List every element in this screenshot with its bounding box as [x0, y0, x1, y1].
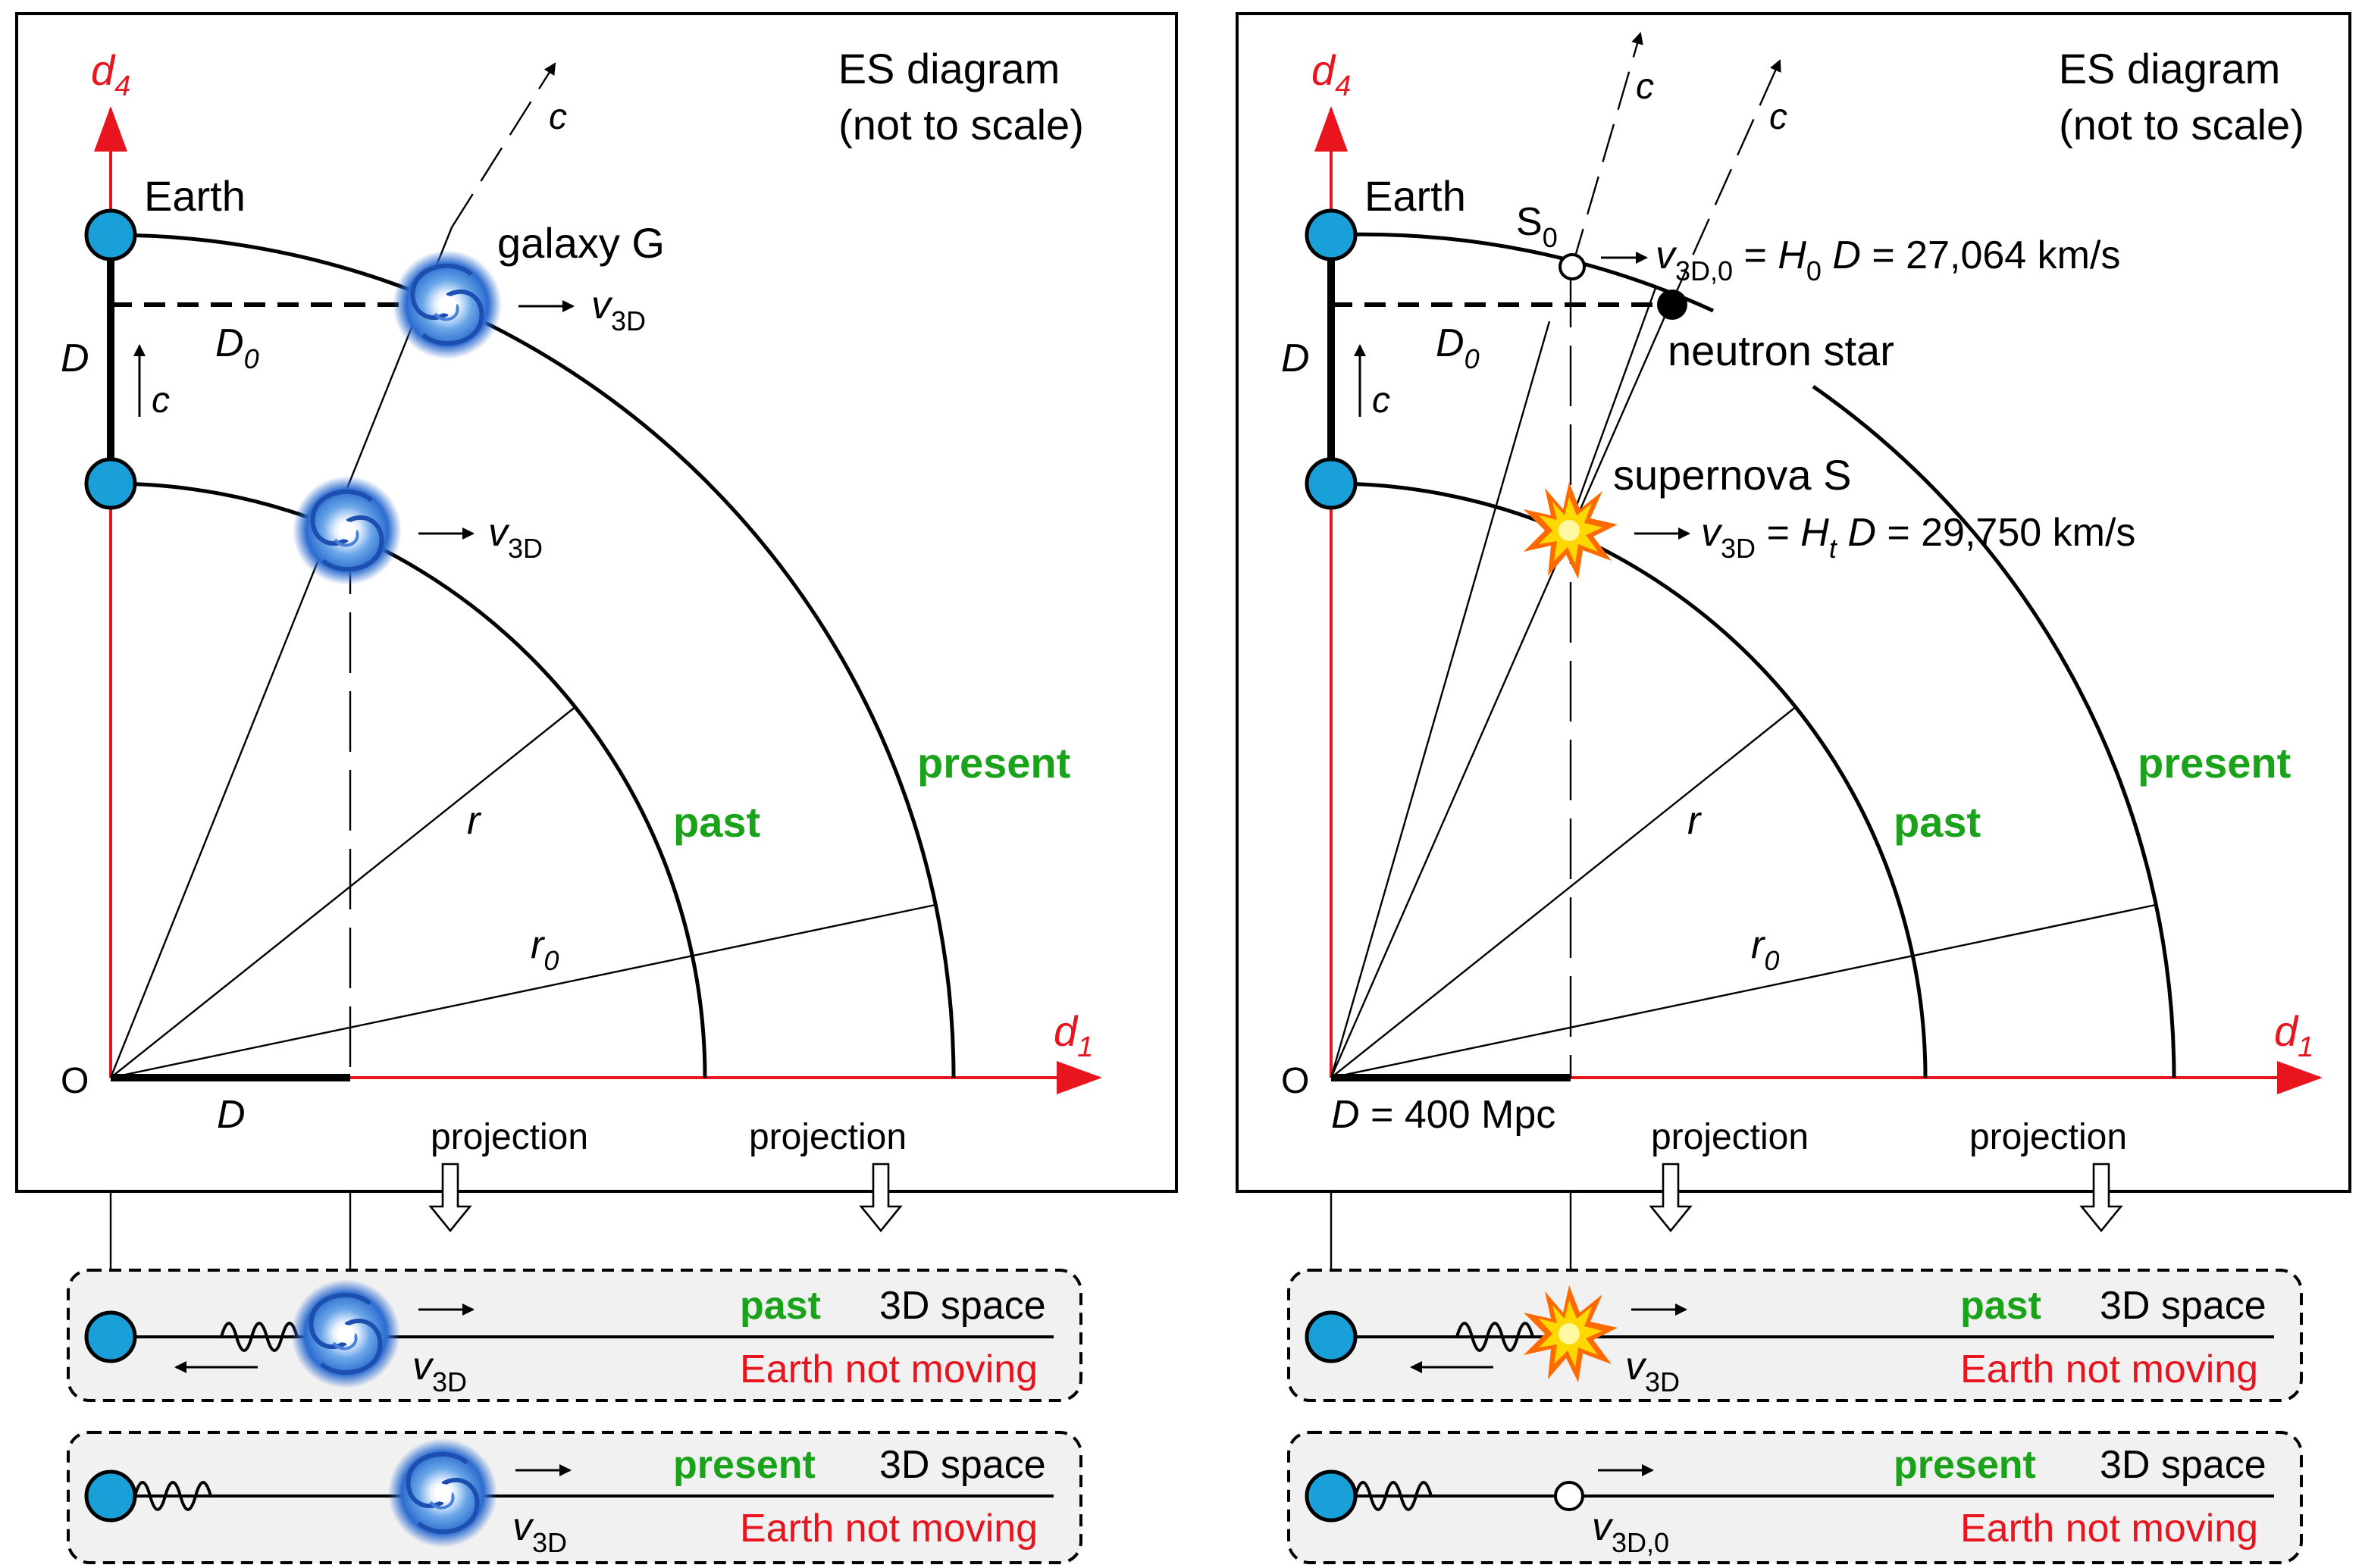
c-label-ray-2: c — [1769, 97, 1787, 137]
axis-d1-label: d1 — [1054, 1007, 1093, 1063]
d-bottom-label: D — [217, 1093, 246, 1137]
projection-label-2: projection — [1969, 1117, 2127, 1157]
title-line-1: ES diagram — [838, 45, 1060, 92]
past-arc — [1330, 481, 1928, 1078]
eq-v3d: v3D = Ht D = 29,750 km/s — [1701, 511, 2135, 564]
d-bottom-label: D = 400 Mpc — [1331, 1093, 1555, 1137]
r0-label: r0 — [1751, 923, 1779, 976]
projection-label-2: projection — [749, 1117, 907, 1157]
box-v-label: v3D,0 — [1592, 1505, 1669, 1558]
projection-arrow-1 — [428, 1163, 472, 1233]
box-v-label: v3D — [1625, 1344, 1680, 1397]
present-label: present — [917, 739, 1070, 787]
d-label: D — [61, 336, 89, 380]
projection-label-1: projection — [431, 1117, 588, 1157]
title-line-2: (not to scale) — [2059, 101, 2304, 149]
right-box-present: v3D,0 present 3D space Earth not moving — [1287, 1431, 2303, 1564]
projection-arrow-1 — [1649, 1163, 1693, 1233]
eq-v3d0: v3D,0 = H0 D = 27,064 km/s — [1656, 233, 2120, 286]
projection-label-1: projection — [1651, 1117, 1809, 1157]
wave-icon — [1354, 1481, 1433, 1511]
galaxy-icon — [388, 1438, 497, 1548]
earth-label: Earth — [144, 172, 246, 220]
c-label-axis: c — [152, 380, 170, 421]
s0-label: S0 — [1516, 200, 1558, 253]
galaxy-past-icon — [293, 476, 402, 585]
present-arc — [110, 233, 956, 1078]
left-panel: d4 d1 O ES diagram (not to scale) D0 D c… — [15, 12, 1178, 1270]
s0-point-icon — [1558, 253, 1586, 280]
v3d-present-label: v3D — [591, 283, 646, 336]
r0-label: r0 — [531, 923, 559, 976]
box-status-label: Earth not moving — [740, 1347, 1038, 1391]
left-box-past: v3D past 3D space Earth not moving — [67, 1269, 1082, 1402]
left-box-present: v3D present 3D space Earth not moving — [67, 1431, 1082, 1564]
axis-d4-label: d4 — [1311, 46, 1351, 102]
r-label: r — [1687, 799, 1703, 843]
present-arc-lower — [1812, 384, 2176, 1078]
box-state-label: present — [673, 1443, 816, 1487]
box-state-label: past — [1960, 1284, 2041, 1328]
box-v-label: v3D — [512, 1505, 567, 1558]
supernova-label: supernova S — [1613, 451, 1851, 499]
axis-d1-label: d1 — [2274, 1007, 2313, 1063]
neutron-star-icon — [1657, 290, 1687, 320]
s0-point-icon — [1554, 1481, 1584, 1511]
earth-icon — [86, 1472, 135, 1520]
box-space-label: 3D space — [2100, 1284, 2266, 1328]
box-v-label: v3D — [412, 1344, 467, 1397]
past-arc — [110, 481, 707, 1078]
projection-arrow-2 — [2079, 1163, 2123, 1233]
galaxy-present-icon — [393, 250, 502, 359]
d0-label: D0 — [1436, 321, 1480, 374]
neutron-star-label: neutron star — [1668, 327, 1894, 374]
box-status-label: Earth not moving — [1960, 1507, 2258, 1551]
title-line-1: ES diagram — [2059, 45, 2281, 92]
earth-present-icon — [86, 211, 135, 259]
box-space-label: 3D space — [2100, 1443, 2266, 1487]
origin-label: O — [1281, 1061, 1309, 1101]
v3d-past-label: v3D — [488, 511, 543, 564]
present-label: present — [2138, 739, 2291, 787]
past-label: past — [1894, 798, 1981, 846]
axis-d4-label: d4 — [91, 46, 130, 102]
present-arc — [1330, 232, 1715, 313]
right-panel: d4 d1 O ES diagram (not to scale) D0 D c… — [1236, 12, 2351, 1270]
wave-icon — [133, 1481, 212, 1511]
box-status-label: Earth not moving — [740, 1507, 1038, 1551]
earth-past-icon — [1307, 459, 1355, 508]
earth-icon — [1307, 1313, 1355, 1361]
earth-present-icon — [1307, 211, 1355, 259]
box-space-label: 3D space — [879, 1443, 1046, 1487]
earth-icon — [86, 1313, 135, 1361]
box-state-label: present — [1894, 1443, 2036, 1487]
d-label: D — [1281, 336, 1310, 380]
title-line-2: (not to scale) — [838, 101, 1084, 149]
earth-label: Earth — [1364, 172, 1466, 220]
galaxy-label: galaxy G — [497, 219, 665, 267]
origin-label: O — [61, 1061, 89, 1101]
earth-past-icon — [86, 459, 135, 508]
wave-icon — [220, 1322, 299, 1352]
right-box-past: v3D past 3D space Earth not moving — [1287, 1269, 2303, 1402]
c-label-ray-1: c — [1636, 67, 1654, 107]
galaxy-icon — [291, 1279, 400, 1388]
box-status-label: Earth not moving — [1960, 1347, 2258, 1391]
box-state-label: past — [740, 1284, 821, 1328]
wave-icon — [1455, 1322, 1534, 1352]
box-space-label: 3D space — [879, 1284, 1046, 1328]
earth-icon — [1307, 1472, 1355, 1520]
r-label: r — [467, 799, 482, 843]
d0-label: D0 — [215, 321, 259, 374]
past-label: past — [673, 798, 760, 846]
c-label-ray: c — [549, 97, 567, 137]
projection-arrow-2 — [859, 1163, 903, 1233]
c-label-axis: c — [1372, 380, 1390, 421]
